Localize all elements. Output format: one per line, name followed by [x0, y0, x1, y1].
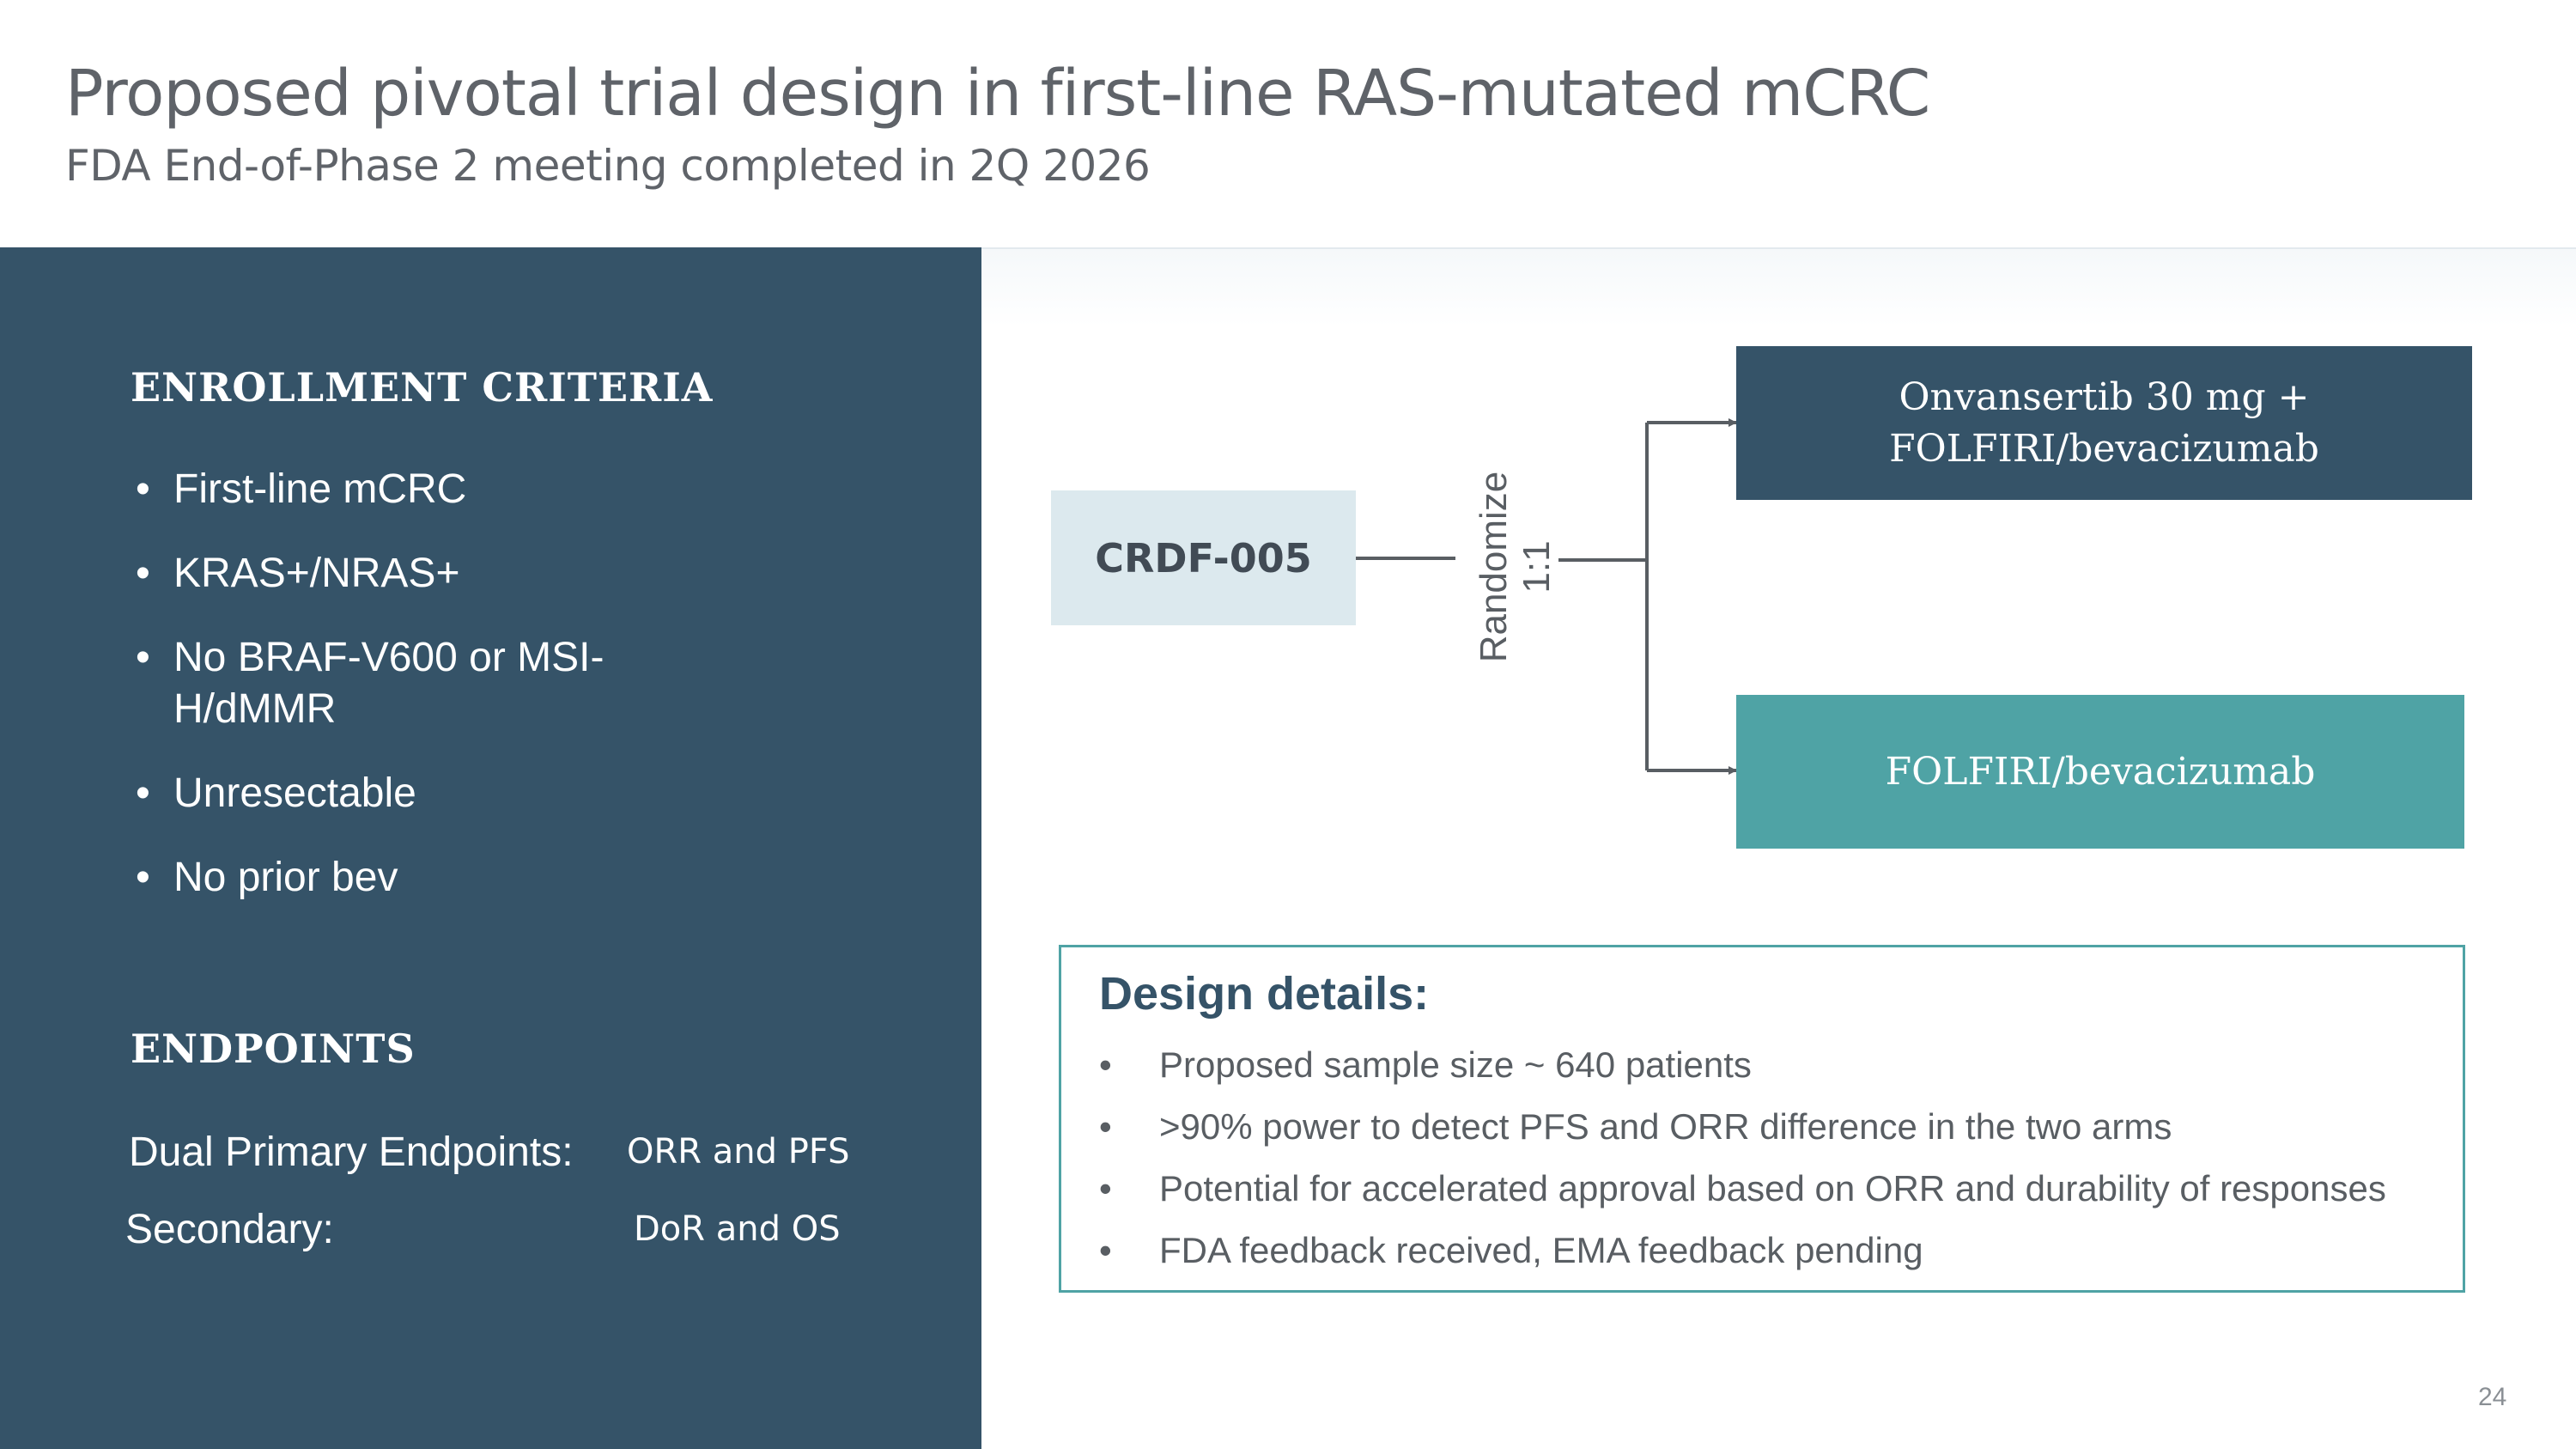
- enrollment-item: KRAS+/NRAS+: [173, 551, 460, 596]
- page-subtitle: FDA End-of-Phase 2 meeting completed in …: [65, 141, 1151, 191]
- primary-endpoint-value: ORR and PFS: [627, 1132, 850, 1172]
- design-detail-item: Proposed sample size ~ 640 patients: [1159, 1044, 1752, 1085]
- list-item: • No prior bev: [131, 852, 680, 904]
- randomize-word: Randomize: [1473, 471, 1515, 663]
- enrollment-item: No prior bev: [173, 855, 398, 900]
- primary-endpoint-label: Dual Primary Endpoints:: [129, 1129, 574, 1175]
- list-item: • >90% power to detect PFS and ORR differ…: [1099, 1096, 2386, 1158]
- enrollment-item: First-line mCRC: [173, 466, 467, 512]
- randomize-label: Randomize 1:1: [1473, 472, 1558, 663]
- list-item: • Proposed sample size ~ 640 patients: [1099, 1034, 2386, 1096]
- design-detail-item: >90% power to detect PFS and ORR differe…: [1159, 1106, 2172, 1147]
- bullet-icon: •: [136, 466, 150, 512]
- page-number: 24: [2478, 1383, 2507, 1411]
- bullet-icon: •: [136, 855, 150, 900]
- bullet-icon: •: [1099, 1106, 1112, 1147]
- study-label: CRDF-005: [1095, 534, 1312, 581]
- endpoints-heading: ENDPOINTS: [131, 1026, 416, 1072]
- arm2-label: FOLFIRI/bevacizumab: [1885, 749, 2316, 794]
- list-item: • FDA feedback received, EMA feedback pen…: [1099, 1220, 2386, 1282]
- page-title: Proposed pivotal trial design in first-l…: [65, 57, 1930, 131]
- bullet-icon: •: [1099, 1230, 1112, 1270]
- design-details-box: [1059, 945, 2465, 1293]
- arm1-label: Onvansertib 30 mg + FOLFIRI/bevacizumab: [1889, 372, 2319, 475]
- design-detail-item: FDA feedback received, EMA feedback pend…: [1159, 1230, 1923, 1270]
- criteria-panel: [0, 247, 981, 1449]
- secondary-endpoint-label: Secondary:: [125, 1207, 334, 1252]
- study-box: CRDF-005: [1051, 490, 1356, 625]
- diagram-top-band: [981, 247, 2576, 326]
- list-item: • Potential for accelerated approval base…: [1099, 1158, 2386, 1220]
- bullet-icon: •: [136, 635, 150, 680]
- enrollment-list: • First-line mCRC • KRAS+/NRAS+ • No BRAF-V…: [131, 464, 680, 936]
- arm-control-box: FOLFIRI/bevacizumab: [1736, 695, 2464, 849]
- arm1-line: Onvansertib 30 mg +: [1899, 374, 2310, 419]
- arm1-line: FOLFIRI/bevacizumab: [1889, 426, 2319, 471]
- list-item: • KRAS+/NRAS+: [131, 548, 680, 600]
- randomize-ratio: 1:1: [1516, 540, 1558, 594]
- design-details-heading: Design details:: [1099, 968, 1430, 1020]
- bullet-icon: •: [136, 770, 150, 816]
- randomize-label-wrap: Randomize 1:1: [1451, 464, 1580, 670]
- bullet-icon: •: [1099, 1168, 1112, 1209]
- secondary-endpoint-value: DoR and OS: [634, 1209, 841, 1249]
- design-detail-item: Potential for accelerated approval based…: [1159, 1168, 2386, 1209]
- list-item: • Unresectable: [131, 768, 680, 819]
- list-item: • First-line mCRC: [131, 464, 680, 515]
- enrollment-heading: ENROLLMENT CRITERIA: [131, 364, 714, 411]
- list-item: • No BRAF-V600 or MSI-H/dMMR: [131, 632, 680, 735]
- arm-onvansertib-box: Onvansertib 30 mg + FOLFIRI/bevacizumab: [1736, 346, 2472, 500]
- design-details-list: • Proposed sample size ~ 640 patients • >9…: [1099, 1034, 2386, 1282]
- enrollment-item: No BRAF-V600 or MSI-H/dMMR: [173, 635, 605, 732]
- enrollment-item: Unresectable: [173, 770, 416, 816]
- bullet-icon: •: [1099, 1044, 1112, 1085]
- bullet-icon: •: [136, 551, 150, 596]
